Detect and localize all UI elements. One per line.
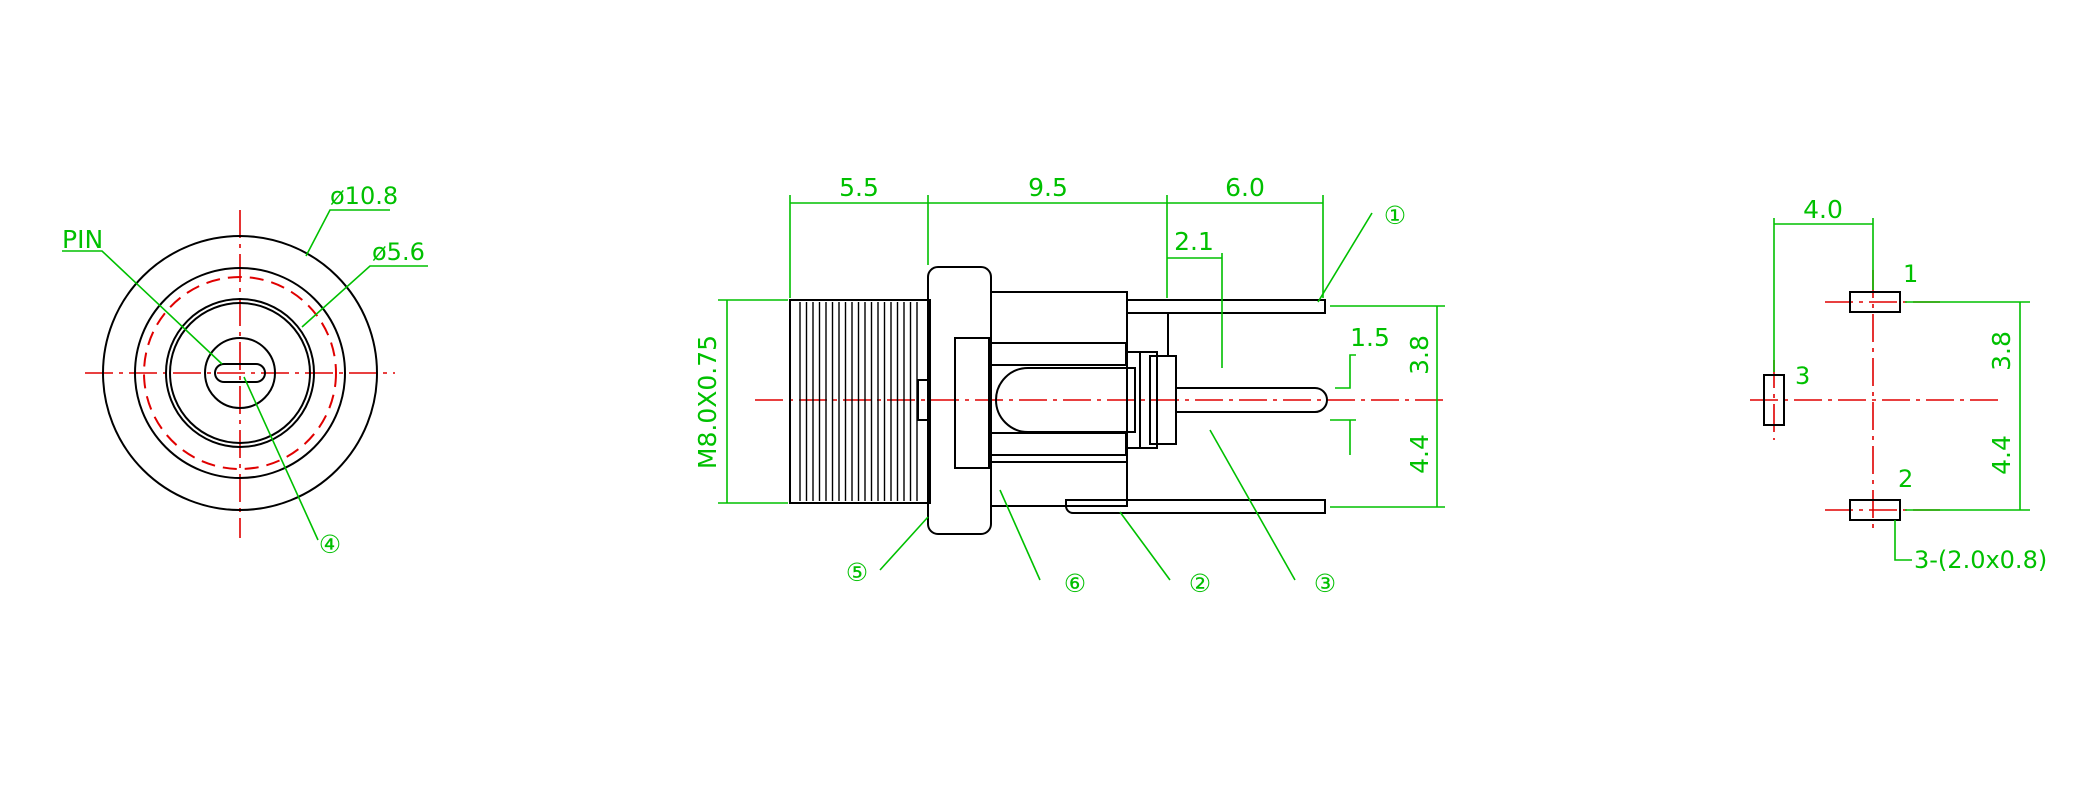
dim-d: 2.1 — [1174, 227, 1214, 256]
pad-2 — [1849, 499, 1901, 521]
front-outer-circle — [102, 235, 378, 511]
callout-1: ① — [1384, 201, 1406, 230]
fp-dim-top: 3.8 — [1987, 331, 2016, 371]
front-bore-outer-circle — [165, 298, 315, 448]
pad-1-label: 1 — [1903, 260, 1918, 288]
fp-dim-width: 4.0 — [1803, 195, 1843, 224]
flange-nub — [917, 379, 929, 421]
front-pin-slot — [214, 363, 266, 383]
body-channel-bottom — [990, 432, 1127, 456]
body-housing — [990, 291, 1128, 507]
dim-e: 1.5 — [1350, 323, 1390, 352]
fp-dim-bottom: 4.4 — [1987, 435, 2016, 475]
leader-callout-6 — [999, 489, 1041, 581]
leader-callout-1 — [1317, 212, 1373, 303]
terminal-3 — [1175, 387, 1328, 413]
leader-callout-3 — [1209, 429, 1296, 581]
leader-inner-diameter — [301, 265, 428, 328]
side-view: 5.5 9.5 6.0 2.1 3.8 4.4 1.5 M8.0X0.75 ① … — [693, 173, 1445, 598]
footprint-view: 1 2 3 4.0 3.8 4.4 3-(2.0x0.8) — [1750, 195, 2047, 574]
pad-3 — [1763, 374, 1785, 426]
label-pin: PIN — [62, 225, 103, 254]
front-thread-circle — [143, 276, 337, 470]
leader-callout-5 — [879, 516, 929, 571]
label-outer-diameter: ø10.8 — [330, 182, 398, 210]
leader-pin — [62, 250, 223, 365]
label-inner-diameter: ø5.6 — [372, 238, 425, 266]
thread-spec: M8.0X0.75 — [693, 335, 722, 469]
dim-a: 5.5 — [839, 173, 879, 202]
dim-g: 4.4 — [1405, 434, 1434, 474]
dim-f: 3.8 — [1405, 335, 1434, 375]
pad-2-label: 2 — [1898, 465, 1913, 493]
front-ring-circle — [134, 267, 346, 479]
body-channel-top — [990, 342, 1127, 366]
dim-line-e-top — [1335, 354, 1356, 389]
pad-3-label: 3 — [1795, 362, 1810, 390]
front-view: ø10.8 ø5.6 PIN ④ — [62, 182, 428, 559]
body-inner-block — [954, 337, 990, 469]
rear-collar — [1126, 351, 1158, 449]
threaded-barrel — [789, 299, 931, 504]
center-pin — [995, 367, 1136, 433]
pad-1 — [1849, 291, 1901, 313]
terminal-2 — [1065, 499, 1326, 514]
fp-pad-note-leader — [1894, 520, 1912, 561]
callout-5: ⑤ — [846, 558, 868, 587]
leader-callout-2 — [1119, 511, 1171, 581]
leader-callout-4 — [243, 376, 319, 541]
callout-2: ② — [1189, 569, 1211, 598]
leader-outer-diameter — [305, 209, 390, 257]
front-socket-circle — [204, 337, 276, 409]
callout-4: ④ — [319, 530, 341, 559]
dim-b: 9.5 — [1028, 173, 1068, 202]
callout-3: ③ — [1314, 569, 1336, 598]
front-bore-inner-circle — [169, 302, 311, 444]
fp-pad-note: 3-(2.0x0.8) — [1914, 546, 2047, 574]
callout-6: ⑥ — [1064, 569, 1086, 598]
thread-lines — [799, 302, 918, 501]
terminal-1 — [1126, 299, 1326, 314]
dim-c: 6.0 — [1225, 173, 1265, 202]
